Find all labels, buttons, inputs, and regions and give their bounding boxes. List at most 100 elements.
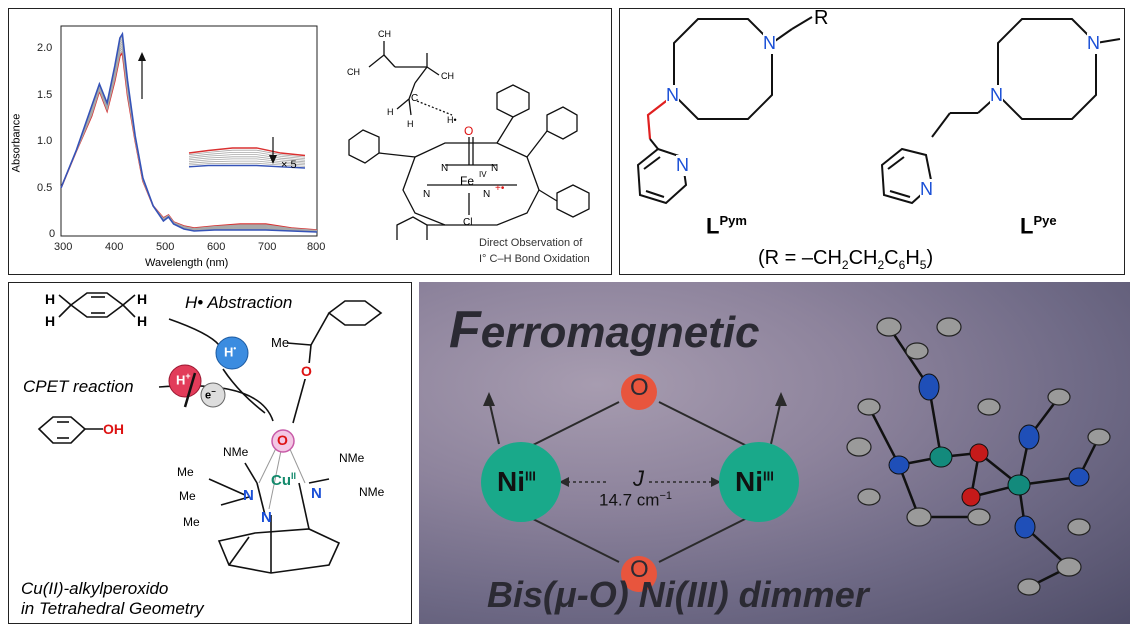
nitrogen-label: N	[1087, 33, 1100, 54]
hydrogen-radical-label: H•	[447, 115, 457, 125]
exchange-value: 14.7 cm−1	[599, 490, 672, 511]
nitrogen-label: N	[990, 85, 1003, 106]
r-def-part: (R = –CH	[758, 247, 842, 269]
oxygen-top: O	[630, 374, 649, 401]
spectrum-line	[60, 49, 318, 231]
hydrogen-label: H	[387, 107, 394, 117]
inset-spectrum-line	[188, 162, 306, 167]
chloride-label: Cl	[463, 217, 472, 228]
nme2-label: Me	[177, 465, 194, 479]
r-def-part: )	[926, 247, 934, 269]
bound-oxygen: O	[277, 432, 288, 448]
j-exp: −1	[659, 490, 673, 502]
r-def-part: H	[905, 247, 920, 269]
spectroscopy-panel: Absorbance 2.0 1.5 1.0 0.5 0 300 400 500…	[8, 8, 612, 275]
nickel-left: NiIII	[497, 466, 536, 498]
label-sup: Pye	[1033, 213, 1057, 228]
r-group-definition: (R = –CH2CH2C6H5)	[758, 247, 933, 272]
e-text: e	[205, 389, 212, 402]
spectrum-line	[60, 47, 318, 231]
y-tick: 2.0	[37, 42, 53, 54]
nitrogen-label: N	[261, 509, 272, 526]
pyridine-nitrogen: N	[920, 179, 933, 200]
nitrogen-label: N	[491, 163, 498, 174]
y-tick: 0	[49, 228, 56, 240]
inset-spectrum-line	[188, 147, 306, 157]
spectrum-line	[60, 51, 318, 231]
r-def-sub: 6	[898, 258, 906, 272]
inset-spectrum-line	[188, 149, 306, 158]
h-abstraction-title: H• Abstraction	[185, 293, 293, 312]
oxygen-bottom: O	[630, 556, 649, 583]
ni-text: Ni	[497, 466, 525, 497]
cpet-scheme	[37, 292, 383, 574]
cu-ox: II	[291, 471, 297, 481]
ni-ox: III	[763, 468, 774, 484]
caption-line-2: in Tetrahedral Geometry	[21, 599, 204, 618]
nitrogen-label: N	[483, 189, 490, 200]
x-axis-label: Wavelength (nm)	[145, 257, 229, 269]
caption-line-1: Cu(II)-alkylperoxido	[21, 579, 169, 598]
x-tick: 300	[54, 241, 73, 253]
hydrogen-label: H	[45, 291, 56, 307]
y-tick: 1.0	[37, 135, 53, 147]
spectrum-line	[60, 39, 318, 232]
ortep-structure	[846, 317, 1111, 596]
iron-porphyrin-structure: CH CH CH C H H H• O Fe IV +• N N N N Cl	[347, 29, 590, 240]
nme2-label: Me	[179, 489, 196, 503]
nitrogen-label: N	[441, 163, 448, 174]
hydrogen-label: H	[407, 119, 414, 129]
absorbance-plot	[60, 25, 318, 237]
caption-line-1: Direct Observation of	[479, 237, 583, 249]
r-def-part: C	[884, 247, 899, 269]
iron-label: Fe	[460, 174, 474, 188]
inset-spectrum-line	[188, 164, 306, 169]
nme2-label: Me	[183, 515, 200, 529]
methyl-label: CH	[441, 71, 454, 81]
oxo-label: O	[464, 124, 473, 138]
pyridine-nitrogen: N	[676, 155, 689, 176]
r-def-part: CH	[848, 247, 878, 269]
hydrogen-label: H	[137, 313, 148, 329]
ferromagnetic-dimer-panel: Ferromagnetic O O NiIII NiIII J 14.7 cm−…	[419, 282, 1130, 624]
spectrum-line	[60, 31, 318, 233]
h-radical-ball-label: H•	[224, 344, 237, 360]
r-group: R	[814, 8, 829, 29]
title-initial: F	[449, 301, 481, 359]
inset-spectrum-line	[188, 151, 306, 159]
peroxide-oxygen: O	[301, 363, 312, 379]
ligand-structures-panel: R N N N N N N LPym LPye (R = –CH2CH2C6H5…	[619, 8, 1125, 275]
x-tick: 800	[307, 241, 326, 253]
cu-text: Cu	[271, 472, 291, 489]
ligand-label-pym: LPym	[706, 213, 747, 239]
r-def-sub: 2	[841, 258, 849, 272]
inset-spectrum-line	[188, 154, 306, 161]
inset-spectrum-line	[188, 160, 306, 166]
spectrum-line	[60, 35, 318, 233]
title-rest: erromagnetic	[480, 308, 760, 357]
oxidation-state: IV	[479, 170, 487, 179]
x-tick: 600	[207, 241, 226, 253]
y-tick: 1.5	[37, 89, 53, 101]
hydroxyl-label: OH	[103, 421, 124, 437]
electron-ball-label: e−	[205, 387, 216, 402]
y-tick: 0.5	[37, 182, 53, 194]
methyl-label: Me	[271, 335, 290, 350]
j-text: 14.7 cm	[599, 490, 660, 510]
nme2-label: NMe	[223, 445, 249, 459]
nme2-label: NMe	[359, 485, 385, 499]
r-def-sub: 2	[877, 258, 885, 272]
nitrogen-label: N	[763, 33, 776, 54]
panel-title: Ferromagnetic	[449, 300, 760, 360]
nickel-right: NiIII	[735, 466, 774, 498]
caption-line-2: I° C–H Bond Oxidation	[479, 253, 590, 265]
methyl-label: CH	[378, 29, 391, 39]
h-text: H	[176, 372, 186, 388]
x-tick: 700	[258, 241, 277, 253]
proton-ball-label: H+	[176, 371, 191, 388]
ligand-drawings	[636, 16, 1121, 205]
spectrum-line	[60, 37, 318, 232]
spectrum-line	[60, 42, 318, 232]
ni-ox: III	[525, 468, 536, 484]
h-text: H	[224, 344, 234, 360]
